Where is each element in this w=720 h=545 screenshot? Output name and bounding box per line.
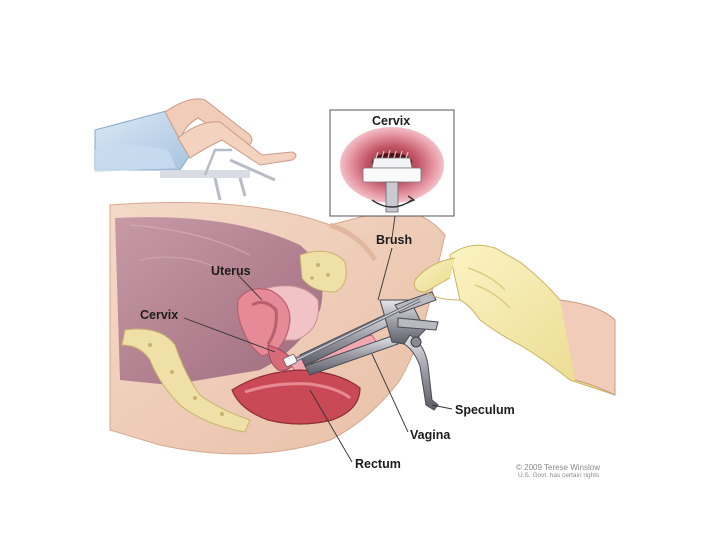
brush-instrument [283, 298, 421, 367]
brush-label: Brush [376, 233, 413, 247]
speculum-instrument [299, 291, 439, 411]
speculum-label: Speculum [455, 403, 515, 417]
rights-credit: U.S. Govt. has certain rights [518, 472, 600, 479]
gloved-hand [414, 244, 616, 396]
inset-title-label: Cervix [372, 114, 411, 128]
patient-on-exam-table [94, 98, 297, 201]
uterus-label: Uterus [211, 264, 251, 278]
cervix-inset [329, 109, 455, 217]
leader-lines [183, 215, 453, 463]
rectum-label: Rectum [355, 457, 401, 471]
vagina-label: Vagina [410, 428, 451, 442]
cervix-label: Cervix [140, 308, 179, 322]
copyright-credit: © 2009 Terese Winslow [516, 463, 601, 472]
